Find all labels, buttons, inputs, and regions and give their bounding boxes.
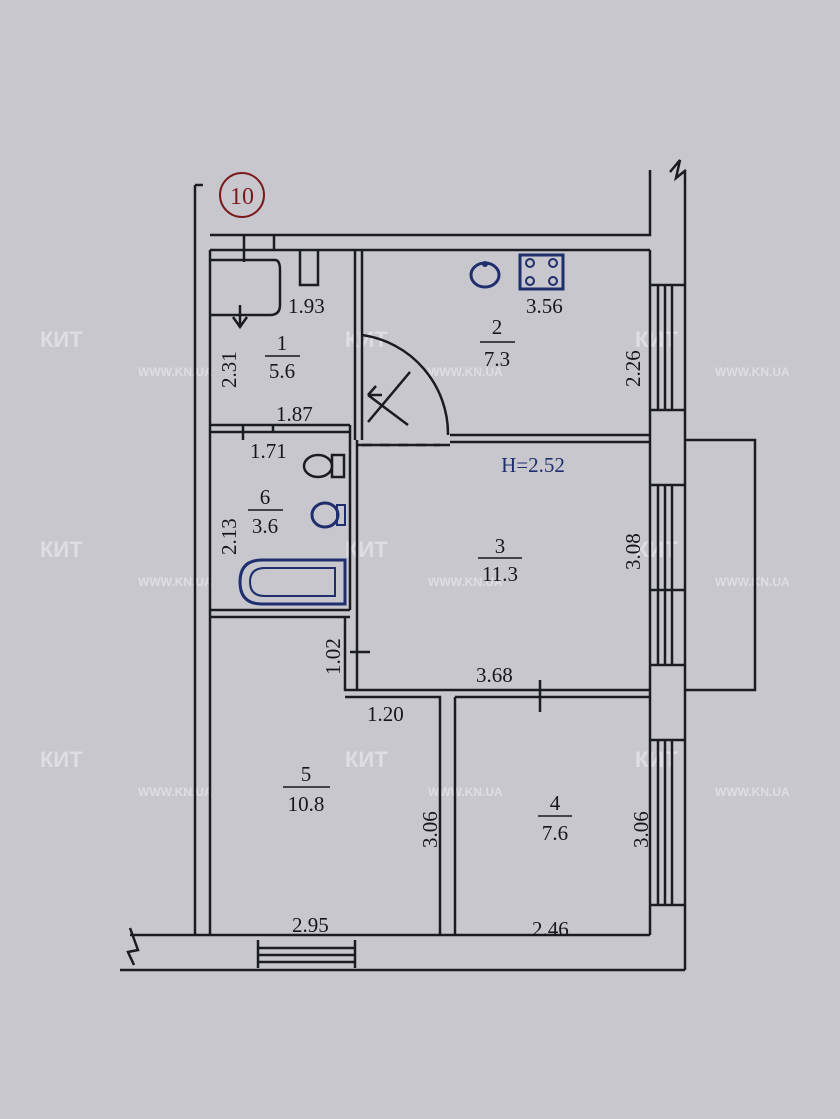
dimension-label: 1.20: [367, 702, 404, 726]
apartment-number-badge: 10: [219, 172, 265, 218]
toilet-icon: [302, 453, 346, 479]
watermark-brand: КИТ: [40, 327, 83, 352]
dimension-label: 1.93: [288, 294, 325, 318]
watermark-url: WWW.KN.UA: [138, 785, 213, 799]
dimension-label: 2.26: [621, 350, 645, 387]
room-area: 5.6: [269, 359, 295, 383]
room-labels: 1 5.6 2 7.3 3 11.3 4 7.6 5 10.8 6 3.6 H=…: [248, 315, 572, 845]
dimension-label: 3.08: [621, 533, 645, 570]
watermark-url: WWW.KN.UA: [715, 785, 790, 799]
room-area: 11.3: [482, 562, 518, 586]
room-number: 4: [550, 791, 561, 815]
dimension-label: 2.13: [217, 518, 241, 555]
watermark-brand: КИТ: [345, 747, 388, 772]
watermark-url: WWW.KN.UA: [428, 365, 503, 379]
room-number: 1: [277, 331, 288, 355]
dimension-label: 2.46: [532, 917, 569, 941]
watermark-url: WWW.KN.UA: [715, 575, 790, 589]
dimension-label: 1.02: [321, 638, 345, 675]
dimensions: 1.93 2.31 1.87 3.56 2.26 1.71 2.13 3.08 …: [217, 294, 653, 941]
dimension-label: 1.87: [276, 402, 313, 426]
watermark-brand: КИТ: [345, 537, 388, 562]
dimension-label: 1.71: [250, 439, 287, 463]
room-area: 7.6: [542, 821, 568, 845]
walls: [120, 159, 757, 972]
watermark-url: WWW.KN.UA: [715, 365, 790, 379]
watermark-url: WWW.KN.UA: [138, 365, 213, 379]
dimension-label: 2.95: [292, 913, 329, 937]
room-area: 7.3: [484, 347, 510, 371]
watermark-url: WWW.KN.UA: [138, 575, 213, 589]
ceiling-height: H=2.52: [501, 453, 565, 477]
stove-icon: [518, 253, 565, 291]
watermark-brand: КИТ: [40, 537, 83, 562]
dimension-label: 3.06: [629, 811, 653, 848]
fixtures: [238, 253, 565, 606]
watermarks: КИТ КИТ КИТ КИТ КИТ КИТ КИТ КИТ КИТ WWW.…: [40, 327, 790, 799]
room-number: 6: [260, 485, 271, 509]
room-number: 5: [301, 762, 312, 786]
room-number: 3: [495, 534, 506, 558]
watermark-brand: КИТ: [40, 747, 83, 772]
bathtub-icon: [238, 558, 347, 606]
apartment-number: 10: [230, 184, 254, 210]
washbasin-icon: [310, 501, 346, 529]
room-area: 3.6: [252, 514, 278, 538]
watermark-url: WWW.KN.UA: [428, 575, 503, 589]
watermark-url: WWW.KN.UA: [428, 785, 503, 799]
room-number: 2: [492, 315, 503, 339]
dimension-label: 3.68: [476, 663, 513, 687]
dimension-label: 2.31: [217, 351, 241, 388]
dimension-label: 3.06: [418, 811, 442, 848]
room-area: 10.8: [288, 792, 325, 816]
dimension-label: 3.56: [526, 294, 563, 318]
